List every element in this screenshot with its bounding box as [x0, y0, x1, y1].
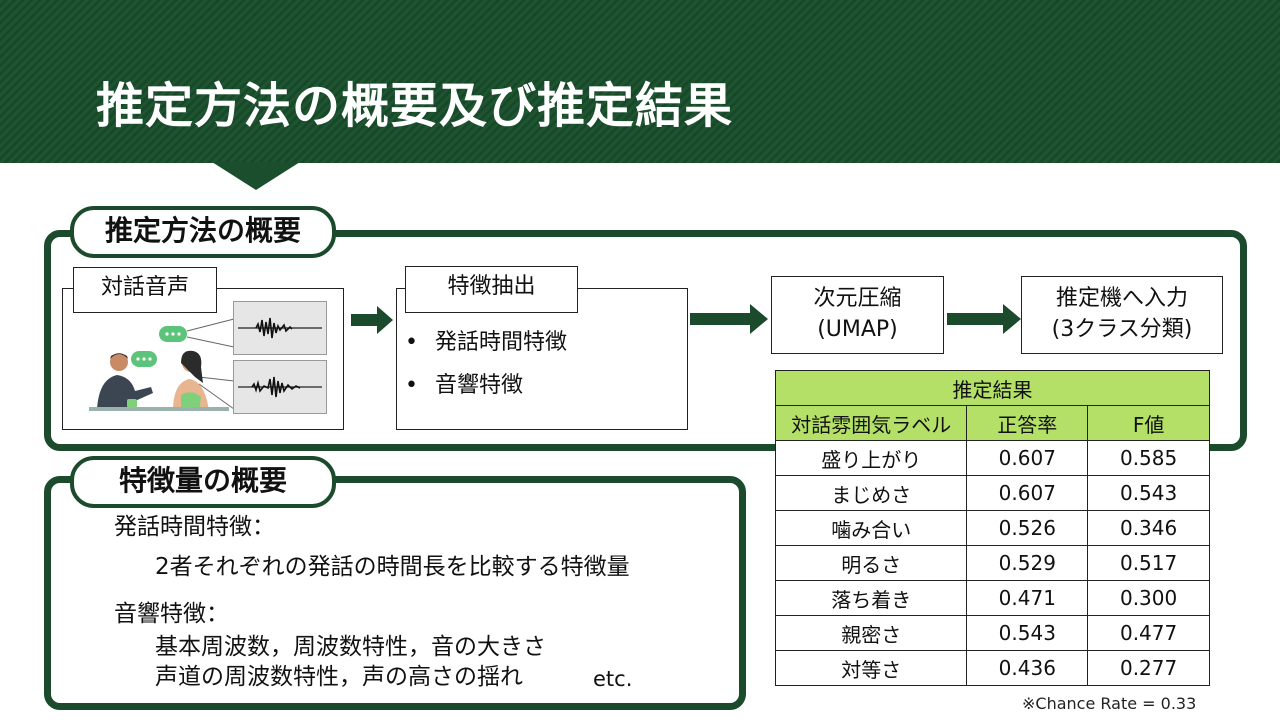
estimator-title: 推定機へ入力: [1055, 286, 1188, 311]
accuracy-cell: 0.543: [966, 615, 1089, 651]
bullet-text: 発話時間特徴: [435, 330, 568, 355]
label-cell: 噛み合い: [774, 510, 968, 546]
table-row: 落ち着き 0.471 0.300: [774, 580, 1210, 616]
table-row: 噛み合い 0.526 0.346: [774, 510, 1210, 546]
timing-feature-title: 発話時間特徴：: [114, 514, 275, 540]
f-score-cell: 0.543: [1087, 475, 1210, 511]
acoustic-feature-line: 基本周波数，周波数特性，音の大きさ: [155, 634, 546, 660]
label-cell: まじめさ: [774, 475, 968, 511]
table-row: 盛り上がり 0.607 0.585: [774, 440, 1210, 476]
f-score-cell: 0.585: [1087, 440, 1210, 476]
accuracy-cell: 0.607: [966, 475, 1089, 511]
column-header: 対話雰囲気ラベル: [774, 405, 968, 441]
table-row: 親密さ 0.543 0.477: [774, 615, 1210, 651]
table-row: 明るさ 0.529 0.517: [774, 545, 1210, 581]
results-table: 推定結果 対話雰囲気ラベル 正答率 F値 盛り上がり 0.607 0.585 ま…: [774, 370, 1210, 686]
table-row: 対等さ 0.436 0.277: [774, 650, 1210, 686]
feature-heading: 特徴量の概要: [70, 456, 336, 508]
man-figure: [97, 353, 153, 409]
accuracy-cell: 0.436: [966, 650, 1089, 686]
timing-feature-description: 2者それぞれの発話の時間長を比較する特徴量: [155, 554, 630, 580]
f-score-cell: 0.346: [1087, 510, 1210, 546]
label-cell: 親密さ: [774, 615, 968, 651]
column-header: 正答率: [966, 405, 1089, 441]
arrow-right-icon: [947, 304, 1021, 334]
accuracy-cell: 0.607: [966, 440, 1089, 476]
waveform-icon: [233, 360, 327, 414]
audio-label: 対話音声: [73, 267, 217, 313]
label-cell: 落ち着き: [774, 580, 968, 616]
f-score-cell: 0.277: [1087, 650, 1210, 686]
dimension-reduction-box: 次元圧縮 (UMAP): [771, 276, 944, 354]
f-score-cell: 0.517: [1087, 545, 1210, 581]
header-banner: [0, 0, 1280, 163]
estimator-subtitle: (3クラス分類): [1051, 317, 1193, 342]
f-score-cell: 0.477: [1087, 615, 1210, 651]
arrow-right-icon: [690, 304, 768, 334]
accuracy-cell: 0.526: [966, 510, 1089, 546]
header-notch: [212, 162, 300, 190]
table-row: まじめさ 0.607 0.543: [774, 475, 1210, 511]
speech-bubble-icon: [131, 326, 187, 367]
accuracy-cell: 0.471: [966, 580, 1089, 616]
acoustic-feature-line: 声道の周波数特性，声の高さの揺れ: [155, 664, 523, 690]
column-header: F値: [1087, 405, 1210, 441]
slide-title: 推定方法の概要及び推定結果: [96, 78, 734, 134]
list-item: •音響特徴: [405, 373, 524, 398]
estimator-box: 推定機へ入力 (3クラス分類): [1021, 276, 1223, 354]
list-item: •発話時間特徴: [405, 330, 568, 355]
waveform-icon: [233, 301, 327, 355]
label-cell: 明るさ: [774, 545, 968, 581]
label-cell: 対等さ: [774, 650, 968, 686]
conversation-illustration: [89, 318, 235, 411]
dimension-reduction-title: 次元圧縮: [813, 286, 902, 311]
etc-label: etc.: [593, 667, 633, 691]
method-heading: 推定方法の概要: [70, 206, 336, 258]
table-caption: 推定結果: [775, 370, 1210, 406]
accuracy-cell: 0.529: [966, 545, 1089, 581]
f-score-cell: 0.300: [1087, 580, 1210, 616]
acoustic-feature-title: 音響特徴：: [114, 601, 229, 627]
bullet-text: 音響特徴: [435, 373, 524, 398]
chance-rate-note: ※Chance Rate = 0.33: [1022, 694, 1197, 713]
feature-extraction-label: 特徴抽出: [405, 266, 578, 313]
feature-panel: [44, 476, 746, 710]
dimension-reduction-method: (UMAP): [817, 317, 898, 342]
arrow-right-icon: [351, 306, 393, 334]
label-cell: 盛り上がり: [774, 440, 968, 476]
